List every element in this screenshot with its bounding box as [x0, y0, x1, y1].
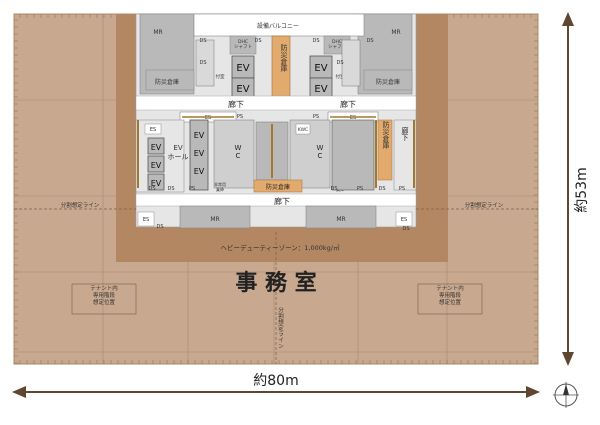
mr-label-right: MR — [391, 29, 400, 36]
ds-label-top-2: DS — [312, 38, 319, 44]
small-label-left-1: DS — [167, 186, 174, 192]
ev-left-1 — [147, 137, 165, 155]
es-bottom-left-label: ES — [143, 217, 149, 223]
division-line-label-vertical: 分割想定ライン — [278, 306, 284, 350]
width-dimension-label: 約80m — [253, 373, 298, 389]
storage-left — [145, 69, 195, 91]
small-label-left-0: DS — [148, 186, 155, 192]
tsuke-label-left: 付室 — [216, 73, 225, 80]
disaster-storage-mid — [253, 179, 303, 193]
corridor-bottom — [135, 193, 417, 207]
kwc-label: KWC — [298, 127, 308, 133]
stair-left — [195, 39, 215, 87]
ev-label-left-1: EV — [151, 143, 162, 152]
es-small-left — [144, 123, 162, 135]
es-bottom-left — [137, 211, 155, 227]
small-label-right-2: DS — [378, 186, 385, 192]
facade-ticks — [14, 14, 538, 364]
ev-label-top-right-1: EV — [314, 63, 327, 74]
ev-left-2 — [147, 155, 165, 173]
office-label: 事 務 室 — [235, 270, 316, 296]
dhc-shaft-left — [229, 35, 257, 55]
division-line-label-left: 分割想定ライン — [61, 201, 100, 209]
stair-right — [341, 39, 361, 87]
compass-icon — [553, 382, 579, 408]
ev-label-top-left-2: EV — [236, 84, 249, 95]
es-bottom-right — [395, 211, 413, 227]
ev-label-top-left-1: EV — [236, 63, 249, 74]
tenant-stair-label-left: テナント内専用階段想定位置 — [90, 284, 118, 306]
small-label-right-0: DS — [330, 186, 337, 192]
balcony-label: 設備バルコニー — [257, 22, 299, 30]
storage-right-label: 防災倉庫 — [376, 78, 400, 86]
width-arrow-head-right — [526, 386, 540, 398]
division-line-label-right: 分割想定ライン — [465, 201, 504, 209]
small-label-left-2: PS — [189, 186, 195, 192]
es-small-left-label: ES — [150, 127, 156, 133]
ev-label-left-2: EV — [151, 161, 162, 170]
ds-bottom-right: DS — [402, 226, 409, 232]
small-label-right-3: PS — [399, 186, 405, 192]
mr-label-bottom-left: MR — [210, 216, 219, 223]
storage-left-label: 防災倉庫 — [155, 78, 179, 86]
hoshin-label-left: 非常用乗降 — [214, 181, 226, 192]
tsuke-label-right: 付室 — [336, 73, 345, 80]
disaster-storage-mid-label: 防災倉庫 — [266, 183, 290, 191]
corridor-top-label-left: 廊下 — [228, 99, 244, 109]
ev-left-3 — [147, 173, 165, 191]
heavy-duty-label: ヘビーデューティーゾーン：1,000kg/㎡ — [221, 243, 340, 252]
tenant-stair-label-right: テナント内専用階段想定位置 — [436, 284, 464, 306]
es-label-right: ES — [350, 115, 356, 121]
ev-label-mid-2: EV — [194, 149, 205, 158]
tenant-stair-left — [71, 283, 137, 315]
es-bottom-right-label: ES — [401, 217, 407, 223]
ps-label-top-0: PS — [237, 114, 243, 120]
ev-bank-right — [331, 119, 375, 191]
ds-label-top-5: DS — [336, 60, 343, 66]
compass-needle — [563, 384, 569, 395]
ds-label-top-1: DS — [254, 38, 261, 44]
corridor-right-label: 廊下 — [401, 126, 409, 142]
ps-label-top-1: PS — [313, 114, 319, 120]
small-label-right-1: PS — [357, 186, 363, 192]
corridor-top — [135, 95, 417, 111]
disaster-storage-right — [377, 119, 393, 181]
ev-label-top-right-2: EV — [314, 84, 327, 95]
restroom-left — [213, 119, 255, 189]
corridor-bottom-label: 廊下 — [274, 196, 290, 206]
height-arrow-head-top — [562, 12, 574, 26]
es-label-left: ES — [205, 115, 211, 121]
ev-column-mid — [189, 119, 209, 191]
mr-room-bottom-left — [179, 205, 251, 229]
mr-room-bottom-right — [305, 205, 377, 229]
ev-label-left-3: EV — [151, 179, 162, 188]
ev-label-mid-1: EV — [194, 131, 205, 140]
ds-label-top-3: DS — [366, 38, 373, 44]
height-arrow-head-bottom — [562, 352, 574, 366]
disaster-storage-right-label: 防災倉庫 — [382, 120, 390, 150]
ev-label-mid-3: EV — [194, 167, 205, 176]
width-arrow-head-left — [12, 386, 26, 398]
kwc-room — [295, 123, 311, 135]
stair-right-block — [393, 119, 417, 191]
ds-label-top-0: DS — [199, 38, 206, 44]
height-dimension-label: 約53m — [574, 167, 590, 212]
tenant-stair-right — [417, 283, 483, 315]
mr-label-bottom-right: MR — [336, 216, 345, 223]
ds-label-top-4: DS — [199, 60, 206, 66]
disaster-storage-top-label: 防災倉庫 — [280, 43, 288, 73]
corridor-top-label-right: 廊下 — [340, 99, 356, 109]
ds-bottom-left: DS — [156, 224, 163, 230]
storage-right — [363, 69, 413, 91]
mr-label-left: MR — [153, 29, 162, 36]
